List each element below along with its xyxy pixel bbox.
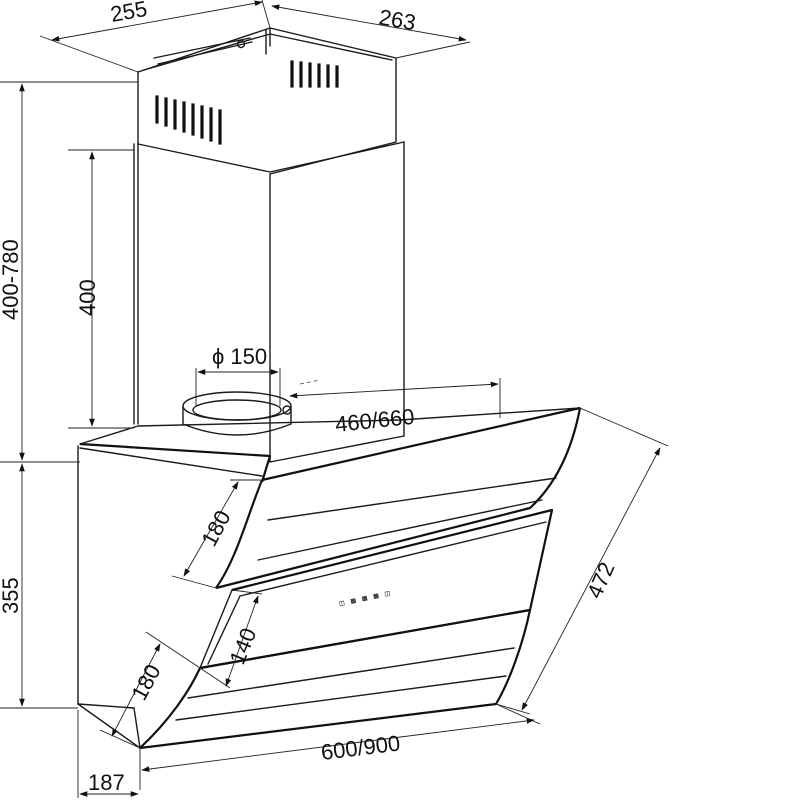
chimney — [133, 27, 405, 463]
dim-chimney-width: 255 — [39, 0, 271, 73]
dim-label-hood-width: 600/900 — [320, 730, 402, 765]
dim-label-front-diagonal: 472 — [582, 558, 620, 602]
dim-hood-depth: 460/660 — [289, 378, 501, 437]
hood-body — [77, 406, 582, 750]
dim-duct-diameter: ϕ 150 — [195, 344, 281, 406]
dim-total-height: 400-780 — [0, 81, 138, 463]
control-buttons: ◫ ▩ ▩ ▩ ◫ — [339, 588, 392, 608]
right-vent-slots — [290, 60, 339, 88]
left-vent-slots — [155, 95, 222, 145]
dim-label-bottom-offset: 187 — [88, 770, 125, 795]
dim-label-chimney-depth: 263 — [377, 4, 418, 35]
dim-label-duct-diameter: ϕ 150 — [212, 344, 267, 369]
dim-label-chimney-section: 400 — [75, 279, 100, 316]
dim-control-panel: 140 — [199, 589, 263, 689]
dim-front-diagonal: 472 — [495, 407, 669, 715]
duct-collar — [182, 391, 292, 436]
dim-hood-height: 355 — [0, 463, 78, 709]
dim-chimney-section: 400 — [68, 149, 134, 429]
dim-upper-panel: 180 — [171, 479, 262, 589]
dim-chimney-depth: 263 — [271, 4, 471, 59]
dim-label-chimney-width: 255 — [109, 0, 150, 27]
dim-label-hood-height: 355 — [0, 577, 23, 614]
dim-label-total-height: 400-780 — [0, 239, 23, 320]
dim-lower-panel: 180 — [99, 631, 201, 749]
dim-label-control-panel: 140 — [224, 624, 261, 667]
dim-bottom-offset: 187 — [77, 710, 139, 798]
